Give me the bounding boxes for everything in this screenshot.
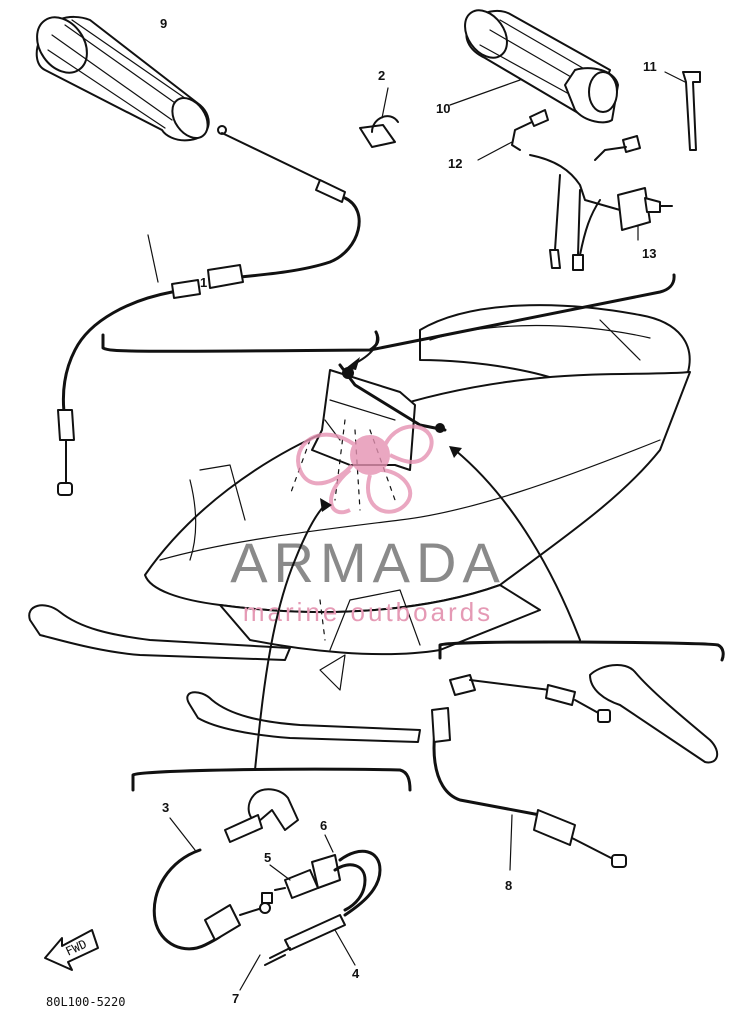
switch-harness-13 [477,109,673,271]
callout-4: 4 [352,966,360,981]
callout-5: 5 [264,850,271,865]
grip-9 [35,15,210,142]
callout-3: 3 [162,800,169,815]
callout-13: 13 [642,246,656,261]
clip-2 [359,87,399,148]
forward-arrow-icon: FWD [44,929,99,971]
callout-7: 7 [232,991,239,1006]
watermark-logo-icon [296,424,434,515]
callout-12: 12 [448,156,462,171]
callout-labels: 1 2 3 4 5 6 7 8 9 10 11 12 13 [160,16,657,1006]
watermark: ARMADA marine outboards [230,424,506,627]
callout-8: 8 [505,878,512,893]
watermark-subtitle: marine outboards [243,597,493,627]
callout-9: 9 [160,16,167,31]
grip-10 [449,9,619,124]
callout-2: 2 [378,68,385,83]
throttle-cable-1 [57,125,361,496]
upper-group-bracket [101,273,676,370]
lower-right-group [431,446,725,871]
callout-1: 1 [200,275,207,290]
watermark-title: ARMADA [230,531,506,594]
diagram-code: 80L100-5220 [46,995,125,1009]
callout-10: 10 [436,101,450,116]
callout-11: 11 [643,59,657,74]
snowmobile-body [28,304,691,743]
callout-6: 6 [320,818,327,833]
cable-tie-11 [664,71,701,151]
lower-left-group [131,498,412,991]
